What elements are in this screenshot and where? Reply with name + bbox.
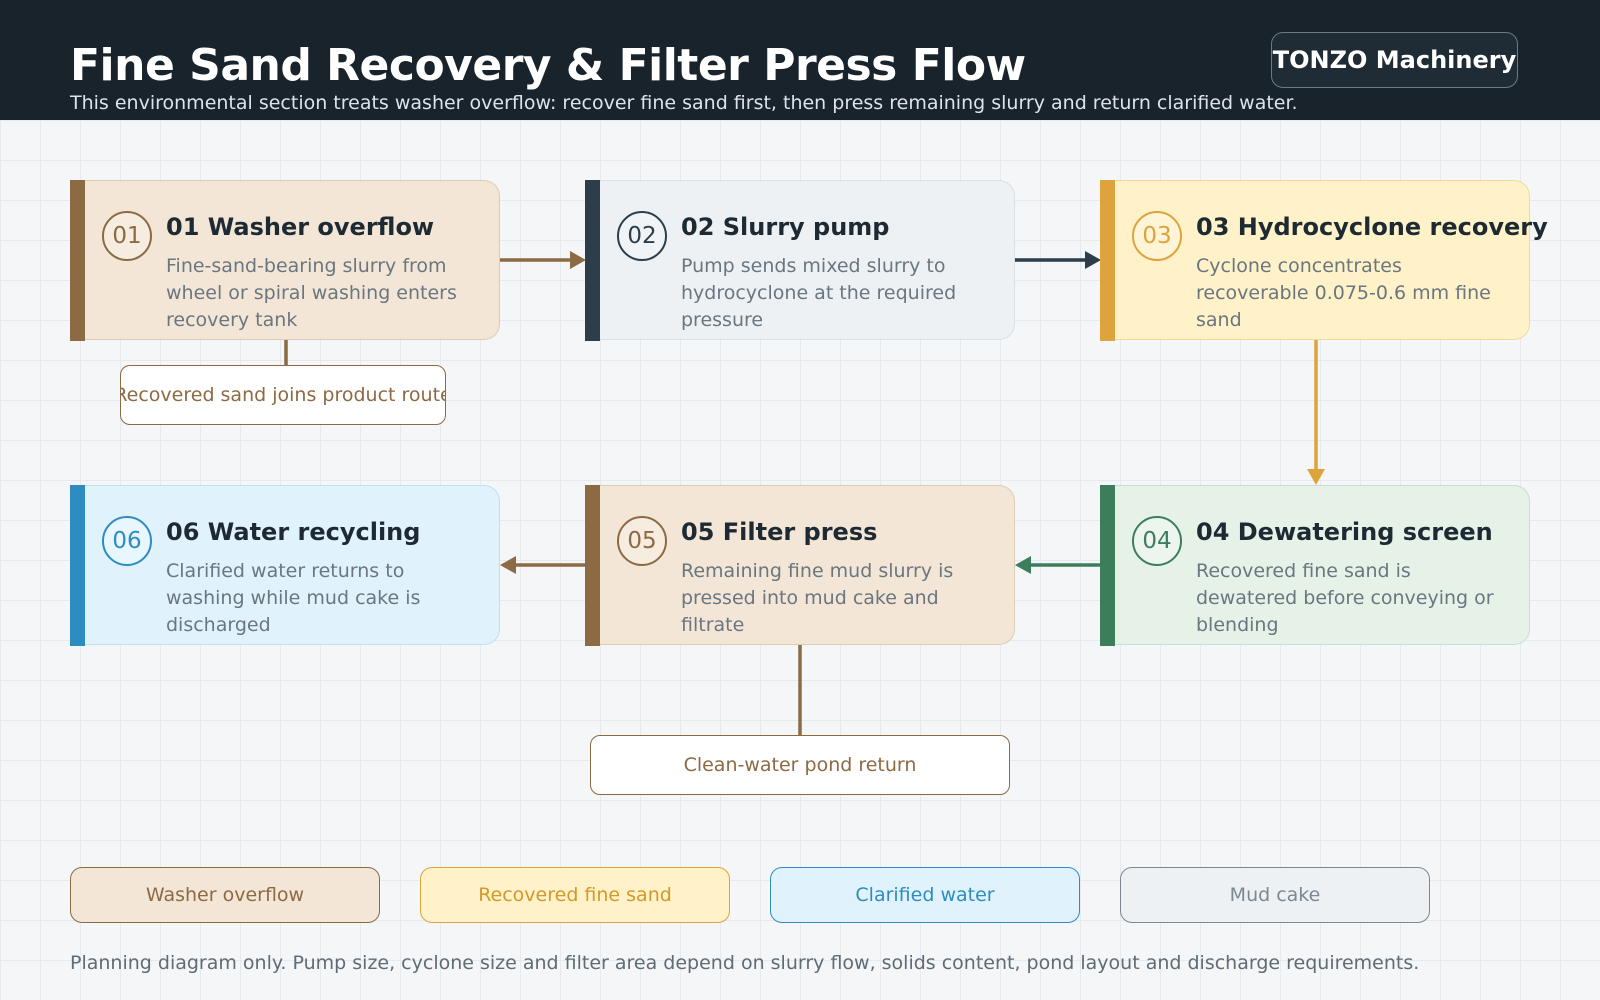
footnote: Planning diagram only. Pump size, cyclon…: [70, 952, 1420, 974]
step-description: Recovered fine sand is dewatered before …: [1196, 560, 1494, 636]
step-dewatering-screen: 04 04 Dewatering screen Recovered fine s…: [1100, 484, 1530, 646]
step-description: Clarified water returns to washing while…: [166, 560, 421, 636]
recovered-sand-note: Recovered sand joins product route: [120, 365, 446, 425]
step-accent-bar: [70, 179, 85, 341]
pond-return-note: Clean-water pond return: [590, 735, 1010, 795]
step-water-recycling: 06 06 Water recycling Clarified water re…: [70, 484, 500, 646]
step-number-badge: 02: [617, 211, 667, 261]
flow-arrowhead-02-03: [1085, 251, 1101, 269]
flow-arrowhead-01-02: [570, 251, 586, 269]
step-washer-overflow: 01 01 Washer overflow Fine-sand-bearing …: [70, 179, 500, 341]
step-description: Cyclone concentrates recoverable 0.075-0…: [1196, 255, 1491, 331]
flow-arrowhead-03-04: [1307, 469, 1325, 485]
step-number-badge: 04: [1132, 516, 1182, 566]
step-description: Pump sends mixed slurry to hydrocyclone …: [681, 255, 957, 331]
step-accent-bar: [585, 179, 600, 341]
step-accent-bar: [585, 484, 600, 646]
step-accent-bar: [1100, 179, 1115, 341]
step-title: 04 Dewatering screen: [1196, 518, 1493, 546]
legend-clarified-water: Clarified water: [770, 867, 1080, 923]
step-hydrocyclone-recovery: 03 03 Hydrocyclone recovery Cyclone conc…: [1100, 179, 1548, 341]
flow-arrowhead-04-05: [1015, 556, 1031, 574]
step-number-badge: 03: [1132, 211, 1182, 261]
step-slurry-pump: 02 02 Slurry pump Pump sends mixed slurr…: [585, 179, 1015, 341]
step-title: 03 Hydrocyclone recovery: [1196, 213, 1548, 241]
page-subtitle: This environmental section treats washer…: [70, 92, 1298, 114]
step-title: 01 Washer overflow: [166, 213, 435, 241]
step-number-badge: 01: [102, 211, 152, 261]
legend-washer-overflow: Washer overflow: [70, 867, 380, 923]
step-title: 02 Slurry pump: [681, 213, 890, 241]
header-bar: Fine Sand Recovery & Filter Press Flow T…: [0, 0, 1600, 120]
step-number-badge: 05: [617, 516, 667, 566]
step-title: 05 Filter press: [681, 518, 878, 546]
step-accent-bar: [1100, 484, 1115, 646]
step-accent-bar: [70, 484, 85, 646]
step-filter-press: 05 05 Filter press Remaining fine mud sl…: [585, 484, 1015, 646]
step-description: Fine-sand-bearing slurry from wheel or s…: [166, 255, 457, 331]
legend-mud-cake: Mud cake: [1120, 867, 1430, 923]
step-title: 06 Water recycling: [166, 518, 421, 546]
legend-recovered-fine-sand: Recovered fine sand: [420, 867, 730, 923]
step-number-badge: 06: [102, 516, 152, 566]
step-description: Remaining fine mud slurry is pressed int…: [681, 560, 954, 636]
flow-arrowhead-05-06: [500, 556, 516, 574]
page-title: Fine Sand Recovery & Filter Press Flow: [70, 40, 1026, 91]
brand-badge: TONZO Machinery: [1271, 32, 1518, 88]
